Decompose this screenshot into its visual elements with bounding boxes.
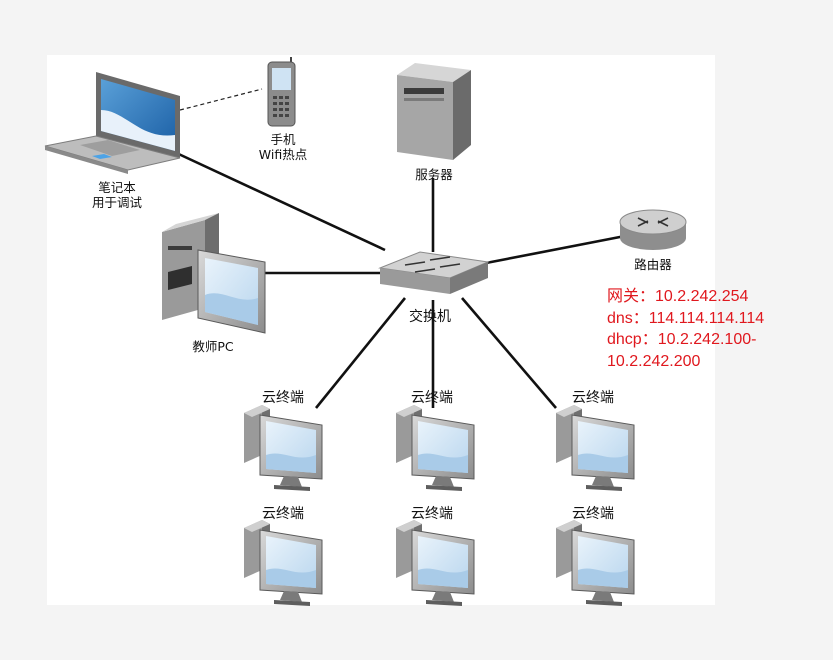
router-icon — [619, 209, 687, 250]
laptop-icon — [44, 72, 181, 174]
teacher-pc-label: 教师PC — [192, 339, 234, 354]
laptop-label-line2: 用于调试 — [91, 195, 142, 210]
client-terminal-icon-4 — [243, 519, 323, 607]
client-label-2: 云终端 — [411, 390, 453, 406]
teacher-pc-icon — [162, 213, 266, 334]
client-label-4: 云终端 — [262, 506, 304, 522]
client-terminal-icon-1 — [243, 404, 323, 492]
client-terminal-icon-3 — [555, 404, 635, 492]
client-terminal-icon-2 — [395, 404, 475, 492]
client-label-3: 云终端 — [572, 390, 614, 406]
phone-label-line2: Wifi热点 — [258, 147, 308, 162]
network-config-annotation: 网关：10.2.242.254 dns：114.114.114.114 dhcp… — [607, 286, 764, 372]
server-label: 服务器 — [415, 167, 453, 182]
client-label-5: 云终端 — [411, 506, 453, 522]
client-terminal-icon-6 — [555, 519, 635, 607]
link-laptop-phone-wifi — [179, 88, 263, 111]
mobile-phone-icon — [267, 57, 296, 127]
client-label-1: 云终端 — [262, 390, 304, 406]
gateway-text: 网关：10.2.242.254 — [607, 288, 749, 305]
link-switch-client-right — [461, 297, 557, 409]
laptop-label-line1: 笔记本 — [98, 180, 136, 195]
laptop-label: 笔记本 用于调试 — [82, 180, 152, 210]
dhcp-text-line1: dhcp：10.2.242.100- — [607, 331, 757, 348]
router-label: 路由器 — [634, 257, 672, 272]
client-terminal-icon-5 — [395, 519, 475, 607]
link-switch-client-left — [314, 297, 407, 409]
dhcp-text-line2: 10.2.242.200 — [607, 352, 701, 370]
server-icon — [397, 63, 471, 160]
network-links — [169, 148, 626, 409]
phone-label-line1: 手机 — [270, 132, 296, 147]
link-router-switch — [485, 234, 626, 265]
switch-label: 交换机 — [409, 309, 451, 325]
phone-label: 手机 Wifi热点 — [250, 132, 316, 162]
client-label-6: 云终端 — [572, 506, 614, 522]
link-laptop-switch — [169, 148, 386, 252]
dns-text: dns：114.114.114.114 — [607, 309, 765, 327]
switch-icon — [378, 251, 490, 294]
